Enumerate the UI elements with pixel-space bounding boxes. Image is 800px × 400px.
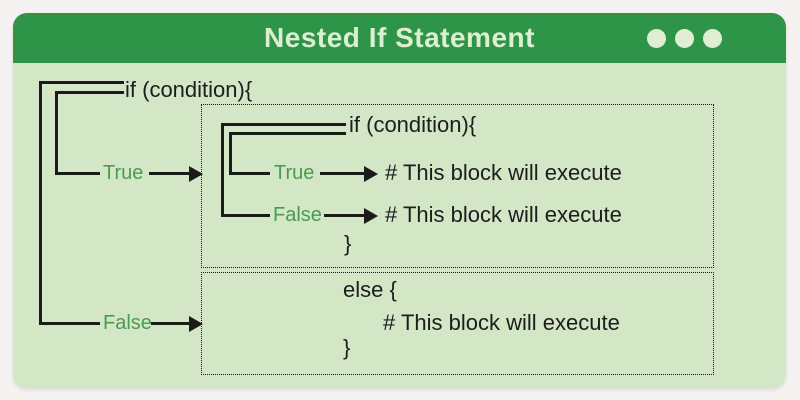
inner-if-closing-brace: } <box>344 231 352 256</box>
inner-false-branch-vline <box>221 123 224 217</box>
outer-true-branch-hline <box>55 172 100 175</box>
inner-false-result-text: # This block will execute <box>385 202 622 227</box>
else-closing-brace: } <box>343 335 351 360</box>
else-body-text: # This block will execute <box>383 310 620 335</box>
outer-false-branch-hline <box>39 322 100 325</box>
outer-if-statement: if (condition){ <box>125 77 253 102</box>
else-statement: else { <box>343 277 397 302</box>
inner-false-arrow-shaft <box>324 214 364 217</box>
window-dot-icon <box>703 29 722 48</box>
outer-if-bracket-top-line <box>39 81 124 84</box>
inner-true-branch-hline <box>229 172 270 175</box>
outer-true-branch-vline <box>55 91 58 175</box>
inner-true-result-text: # This block will execute <box>385 160 622 185</box>
window-title: Nested If Statement <box>264 22 535 53</box>
app-window: if (condition){ True False if (condition… <box>13 13 786 388</box>
window-dot-icon <box>675 29 694 48</box>
outer-false-branch-vline <box>39 81 42 325</box>
else-dotted-box <box>201 272 714 375</box>
inner-true-arrow-shaft <box>320 172 364 175</box>
nested-if-dotted-box <box>201 104 714 268</box>
inner-true-arrowhead-icon <box>364 166 378 182</box>
inner-true-label: True <box>274 162 315 184</box>
inner-true-branch-vline <box>229 132 232 175</box>
outer-false-arrowhead-icon <box>189 316 203 332</box>
outer-false-arrow-shaft <box>151 322 191 325</box>
title-bar: Nested If Statement <box>13 13 786 63</box>
inner-if-bracket-top-line <box>221 123 346 126</box>
outer-if-bracket-inner-top-line <box>55 91 124 94</box>
window-dot-icon <box>647 29 666 48</box>
inner-false-branch-hline <box>221 214 270 217</box>
outer-false-label: False <box>103 312 152 334</box>
window-controls[interactable] <box>647 29 722 48</box>
inner-if-bracket-inner-top-line <box>229 132 346 135</box>
outer-true-arrowhead-icon <box>189 166 203 182</box>
inner-false-label: False <box>273 204 322 226</box>
outer-true-label: True <box>103 162 144 184</box>
inner-if-statement: if (condition){ <box>349 112 477 137</box>
outer-true-arrow-shaft <box>149 172 191 175</box>
inner-false-arrowhead-icon <box>364 208 378 224</box>
